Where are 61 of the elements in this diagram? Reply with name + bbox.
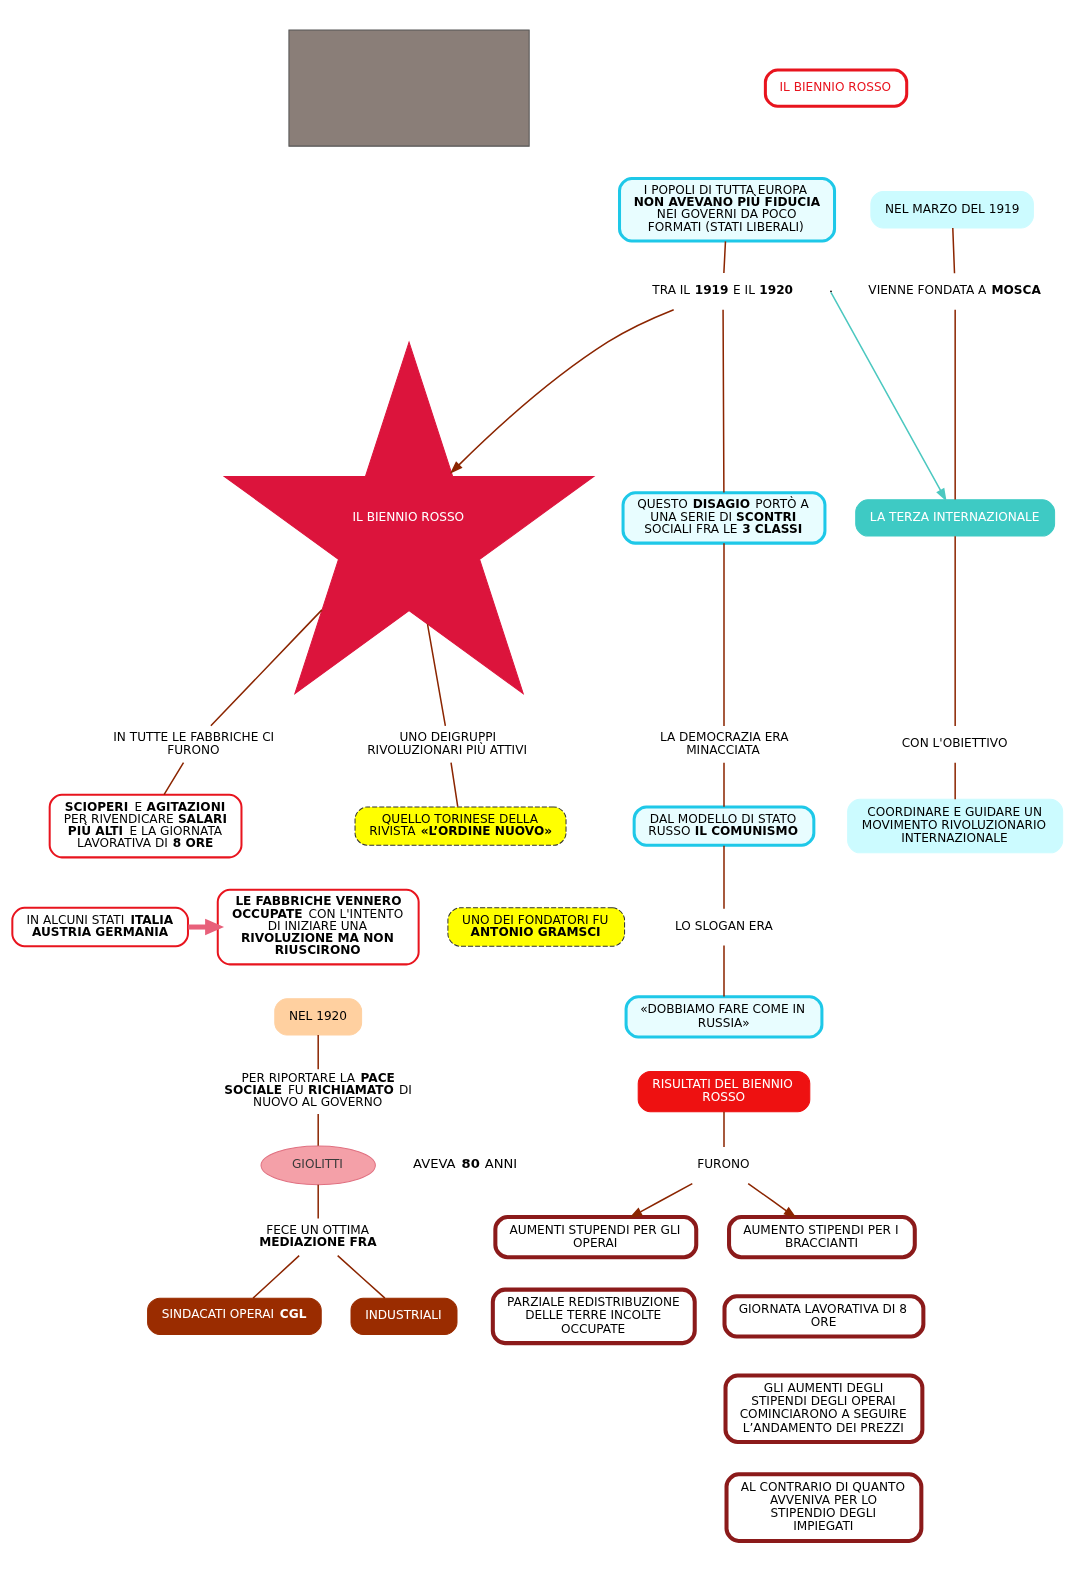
node-text: LO SLOGAN ERA [675,919,773,934]
arrow [629,1182,694,1218]
node-box: SINDACATI OPERAI CGL [147,1297,322,1336]
node-text: VIENNE FONDATA A MOSCA [868,282,1041,297]
connector [252,1254,300,1299]
arrow [449,308,675,474]
node-box: UNO DEI FONDATORI FU ANTONIO GRAMSCI [447,907,626,947]
connector [952,227,956,274]
node-box: COORDINARE E GUIDARE UN MOVIMENTO RIVOLUZIONARIO INTERNAZIONALE [847,798,1064,854]
node-box: LA TERZA INTERNAZIONALE [855,499,1056,537]
node-ellipse: GIOLITTI [260,1145,376,1186]
connector [723,240,727,274]
node-box: INDUSTRIALI [350,1297,458,1336]
connector [723,1111,725,1148]
node-box: IL BIENNIO ROSSO [763,68,909,108]
connector [723,844,725,910]
node-box: NEL 1920 [274,998,363,1036]
connector [722,308,725,494]
node-box: AUMENTI STUPENDI PER GLI OPERAI [493,1214,699,1260]
node-box: RISULTATI DEL BIENNIO ROSSO [637,1070,811,1113]
node-box: DAL MODELLO DI STATO RUSSO IL COMUNISMO [632,805,816,847]
node-box: AL CONTRARIO DI QUANTO AVVENIVA PER LO STIPENDIO DEGLI IMPIEGATI [724,1472,924,1543]
connector [723,761,725,808]
node-text: PER RIPORTARE LA PACE SOCIALE FU RICHIAMATO DI NUOVO AL GOVERNO [224,1071,412,1110]
connector [723,542,725,727]
node-label: AVEVA 80 ANNI [413,1155,518,1171]
node-text: FURONO [697,1157,750,1172]
node-box [288,29,530,147]
connector [426,623,447,727]
connector [336,1254,386,1299]
connector [317,1034,319,1071]
connector [317,1113,319,1147]
arrow [747,1182,797,1219]
connector [163,761,185,796]
node-box: GLI AUMENTI DEGLI STIPENDI DEGLI OPERAI COMINCIARONO A SEGUIRE L’ANDAMENTO DEI PREZZI [723,1373,925,1445]
node-box: QUESTO DISAGIO PORTÒ A UNA SERIE DI SCONTRI SOCIALI FRA LE 3 CLASSI [621,491,827,545]
node-box: IN ALCUNI STATI ITALIA AUSTRIA GERMANIA [11,906,189,948]
node-box: PARZIALE REDISTRIBUZIONE DELLE TERRE INCOLTE OCCUPATE [490,1287,697,1346]
node-box: GIORNATA LAVORATIVA DI 8 ORE [722,1294,926,1339]
arrow [188,918,225,936]
node-text: CON L'OBIETTIVO [901,736,1008,751]
node-box: SCIOPERI E AGITAZIONI PER RIVENDICARE SALARI PIÙ ALTI E LA GIORNATA LAVORATIVA DI 8 ORE [48,793,243,859]
connector [954,308,956,501]
node-box: LE FABBRICHE VENNERO OCCUPATE CON L'INTENTO DI INIZIARE UNA RIVOLUZIONE MA NON RIUSCIRONO [216,888,420,966]
node-box: NEL MARZO DEL 1919 [870,191,1034,229]
node-box: «DOBBIAMO FARE COME IN RUSSIA» [624,995,824,1039]
node-box: AUMENTO STIPENDI PER I BRACCIANTI [727,1214,917,1260]
connector [317,1183,319,1220]
node-text: IN TUTTE LE FABBRICHE CI FURONO [113,729,275,758]
node-box: I POPOLI DI TUTTA EUROPA NON AVEVANO PIÙ FIDUCIA NEI GOVERNI DA POCO FORMATI (STATI LIBERALI) [618,176,837,243]
connector [723,944,725,998]
arrow [830,291,947,502]
connector [450,761,459,808]
node-text: TRA IL 1919 E IL 1920 [652,282,794,297]
node-box: QUELLO TORINESE DELLA RIVISTA «L’ORDINE NUOVO» [354,806,567,846]
node-text: FECE UN OTTIMA MEDIAZIONE FRA [259,1222,377,1249]
node-text: UNO DEIGRUPPI RIVOLUZIONARI PIÙ ATTIVI [367,729,528,758]
connector [210,609,323,727]
node-text: LA DEMOCRAZIA ERA MINACCIATA [659,729,789,758]
connector [954,761,956,801]
connector [954,535,956,727]
